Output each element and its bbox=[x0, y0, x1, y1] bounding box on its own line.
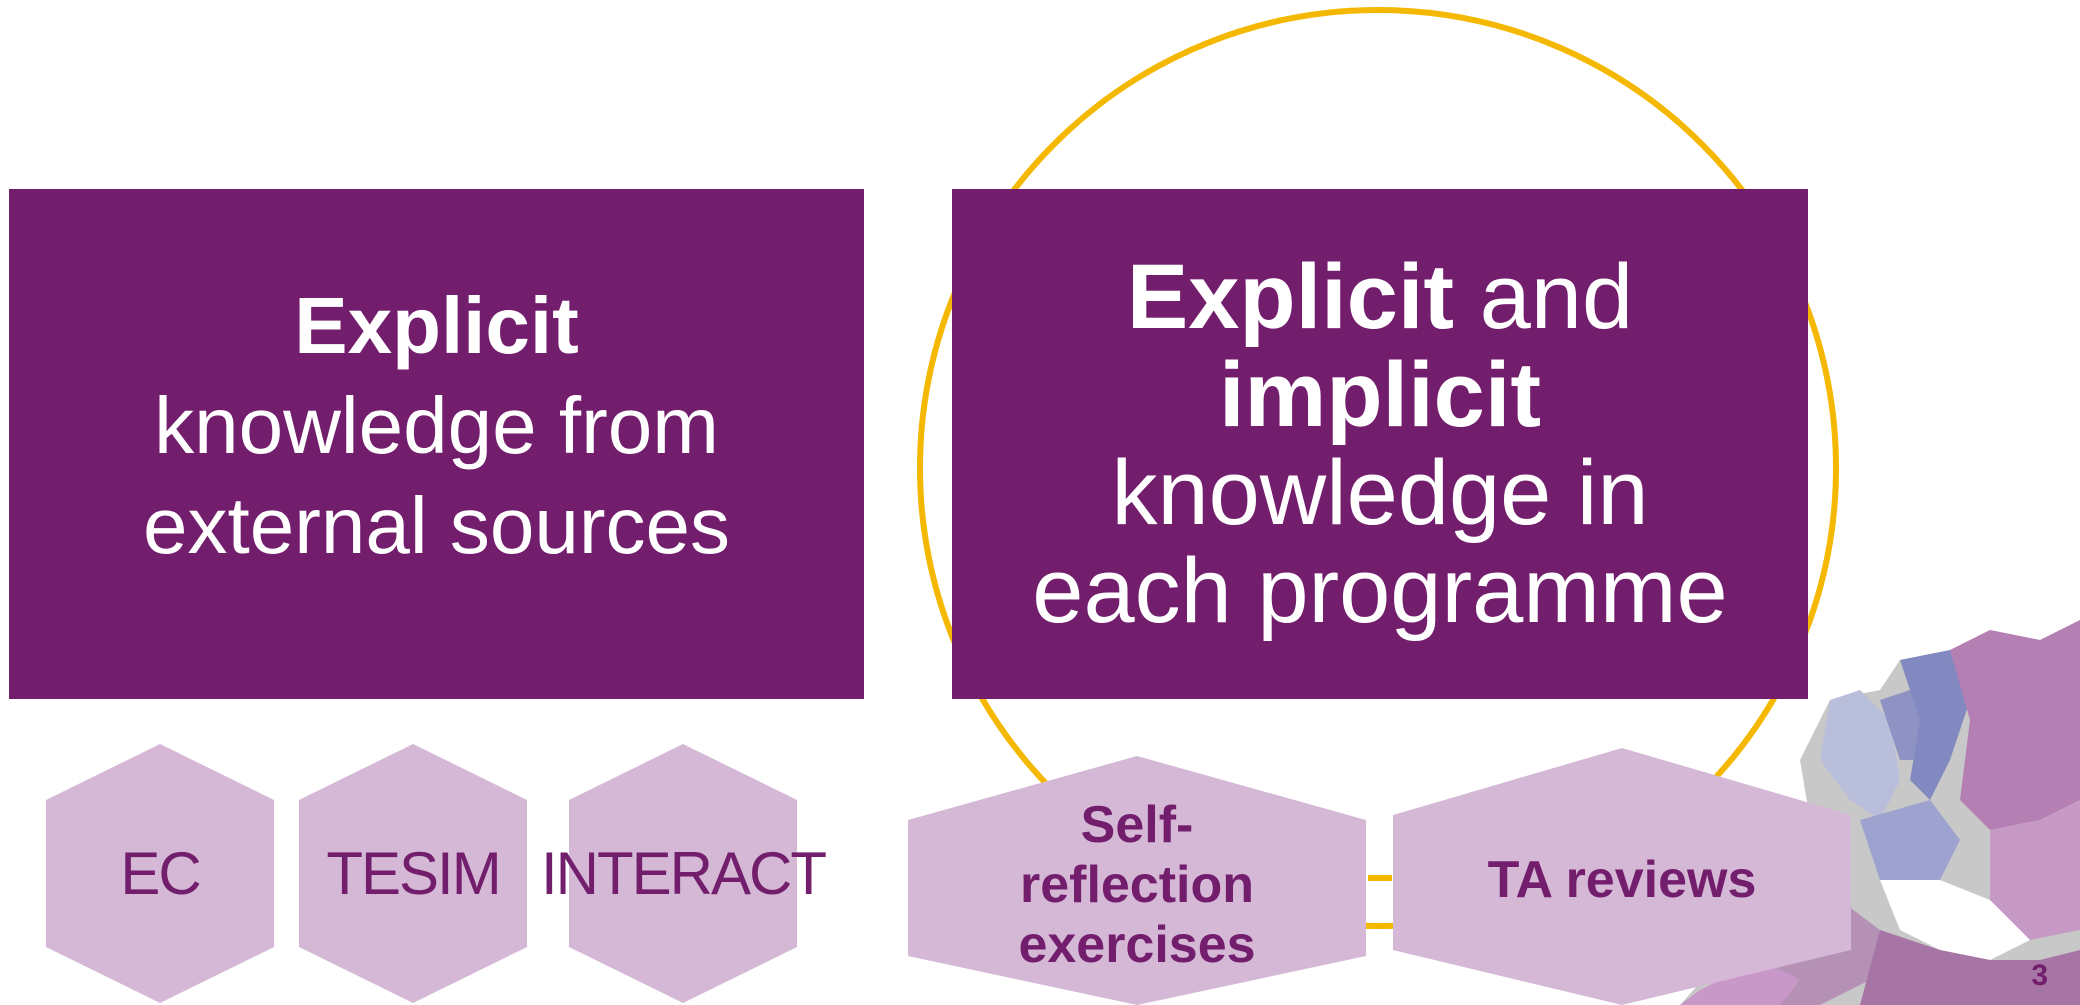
panel-right-heading-rest: and bbox=[1454, 246, 1634, 348]
panel-left-heading: Explicit bbox=[294, 281, 579, 370]
hexagon-self-reflection bbox=[908, 756, 1366, 1005]
hexagon-ta-reviews-label: TA reviews bbox=[1487, 851, 1757, 909]
panel-right-line3: knowledge in bbox=[1111, 442, 1649, 544]
hexagon-ec-label: EC bbox=[120, 840, 201, 907]
panel-left-line2: knowledge from bbox=[154, 381, 719, 470]
panel-right-heading-bold: Explicit bbox=[1126, 246, 1455, 348]
self-reflection-line3: exercises bbox=[1018, 916, 1256, 974]
page-number: 3 bbox=[2031, 959, 2048, 992]
cycle-circle bbox=[917, 7, 1839, 929]
hexagon-self-reflection-label: Self- reflection exercises bbox=[908, 790, 1366, 980]
hexagon-ec bbox=[46, 744, 274, 1003]
self-reflection-line2: reflection bbox=[1019, 856, 1255, 914]
explicit-implicit-knowledge-panel: Explicit and implicit knowledge in each … bbox=[952, 189, 1808, 699]
hexagon-tesim-label: TESIM bbox=[326, 840, 501, 907]
explicit-knowledge-panel: Explicit knowledge from external sources bbox=[9, 189, 864, 699]
panel-right-implicit: implicit bbox=[1218, 344, 1542, 446]
hexagon-tesim bbox=[299, 744, 527, 1003]
hexagon-interact bbox=[569, 744, 797, 1003]
self-reflection-line1: Self- bbox=[1080, 796, 1194, 854]
hexagon-ta-reviews bbox=[1393, 748, 1851, 1005]
panel-right-line4: each programme bbox=[1032, 540, 1728, 642]
panel-left-line3: external sources bbox=[143, 481, 730, 570]
hexagon-interact-label: INTERACT bbox=[541, 840, 827, 907]
